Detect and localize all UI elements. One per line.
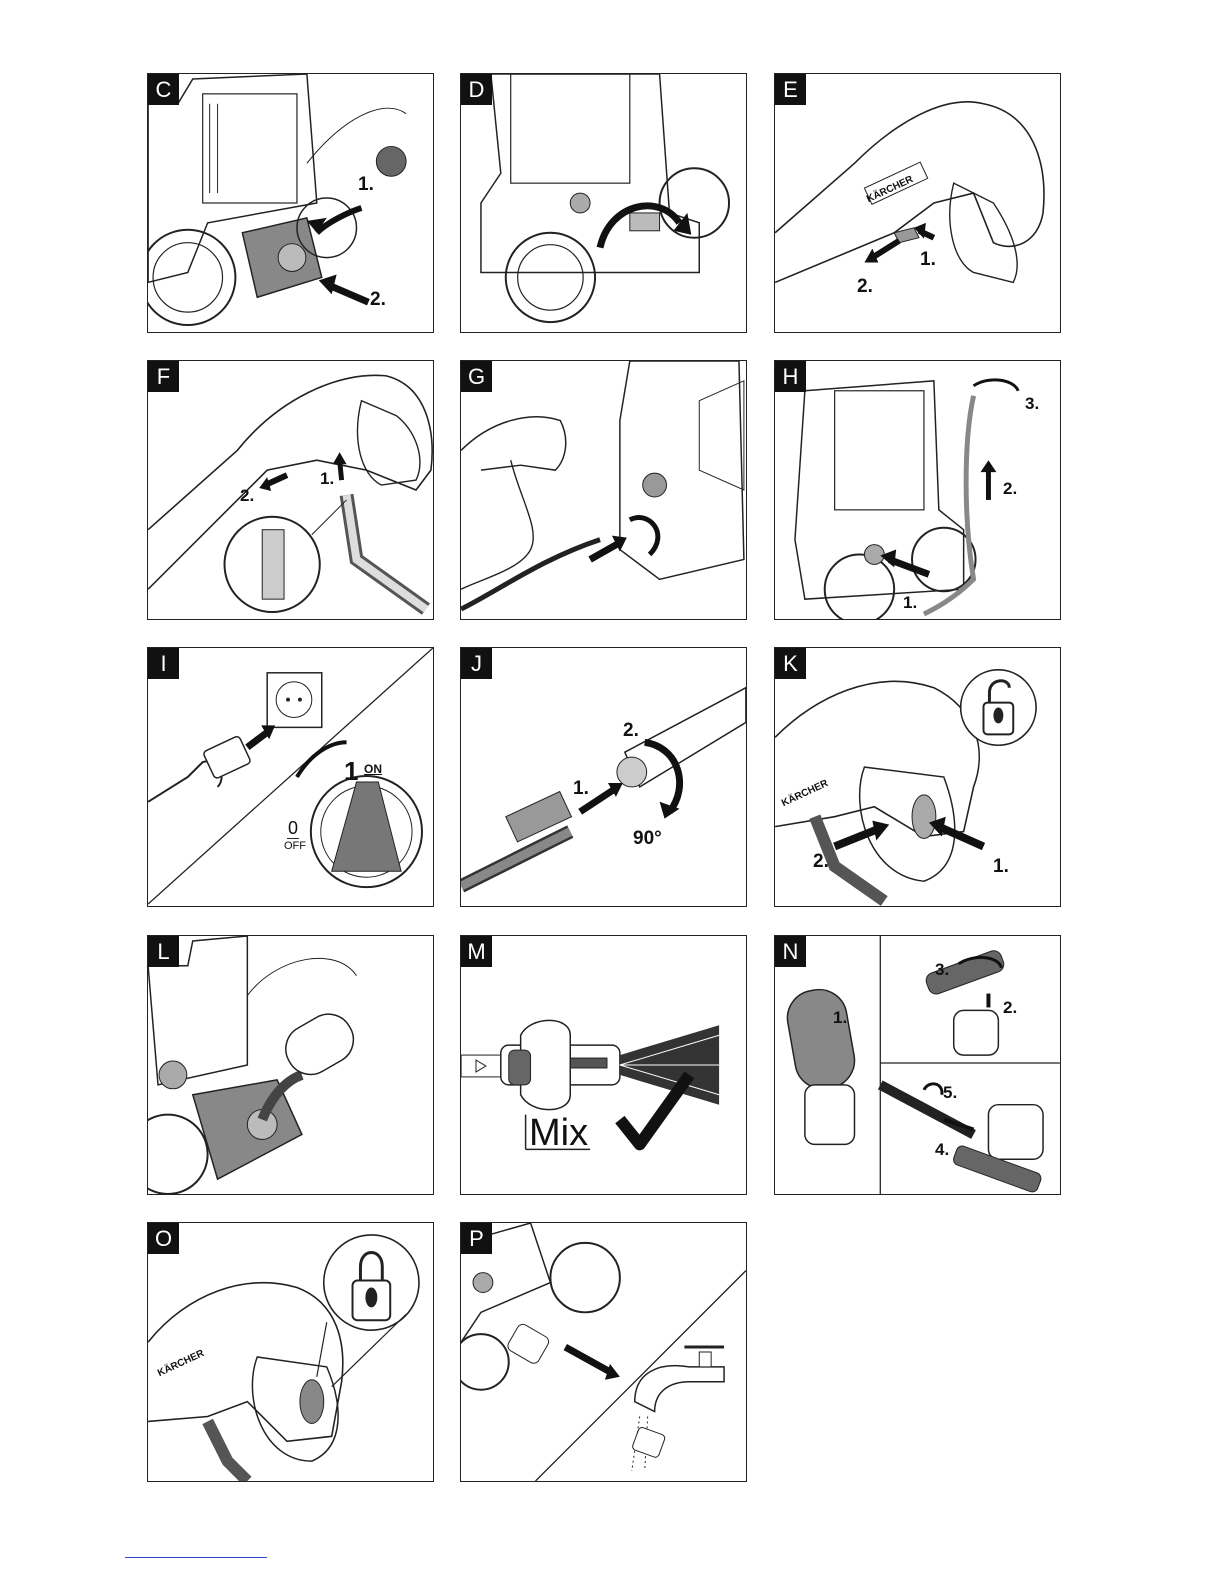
panel-letter: O <box>148 1223 179 1254</box>
panel-letter: H <box>775 361 806 392</box>
step-label: 1. <box>573 778 589 800</box>
panel-letter: N <box>775 936 806 967</box>
panel-letter: M <box>461 936 492 967</box>
illustration-g <box>461 361 746 619</box>
panel-letter: L <box>148 936 179 967</box>
step-label: 1. <box>358 174 374 196</box>
illustration-f <box>148 361 433 619</box>
illustration-p <box>461 1223 746 1481</box>
panel-letter: I <box>148 648 179 679</box>
panel-e: E KÄRCHER 1. 2. <box>774 73 1061 333</box>
angle-label: 90° <box>633 828 662 850</box>
step-label: 3. <box>1025 394 1039 414</box>
step-label: 2. <box>1003 998 1017 1018</box>
step-label: 2. <box>1003 479 1017 499</box>
illustration-e <box>775 74 1060 332</box>
panel-f: F 1. 2. <box>147 360 434 620</box>
panel-letter: F <box>148 361 179 392</box>
step-label: 3. <box>935 960 949 980</box>
step-label: 1. <box>903 593 917 613</box>
panel-l: L <box>147 935 434 1195</box>
illustration-d <box>461 74 746 332</box>
panel-letter: D <box>461 74 492 105</box>
knob-on-label: ON <box>364 762 382 776</box>
mix-label: Mix <box>529 1112 588 1155</box>
panel-letter: J <box>461 648 492 679</box>
panel-m: M Mix <box>460 935 747 1195</box>
step-label: 2. <box>240 486 254 506</box>
panel-h: H 1. 2. 3. <box>774 360 1061 620</box>
illustration-n <box>775 936 1060 1194</box>
panel-letter: C <box>148 74 179 105</box>
panel-letter: K <box>775 648 806 679</box>
illustration-m <box>461 936 746 1194</box>
step-label: 1. <box>920 249 936 271</box>
step-label: 4. <box>935 1140 949 1160</box>
illustration-h <box>775 361 1060 619</box>
knob-off-label: OFF <box>284 840 306 852</box>
step-label: 1. <box>320 469 334 489</box>
step-label: 2. <box>623 720 639 742</box>
footer-rule <box>125 1557 267 1558</box>
step-label: 2. <box>857 276 873 298</box>
panel-n: N 1. 2. 3. 4. 5. <box>774 935 1061 1195</box>
illustration-l <box>148 936 433 1194</box>
step-label: 5. <box>943 1083 957 1103</box>
panel-d: D <box>460 73 747 333</box>
panel-letter: P <box>461 1223 492 1254</box>
step-label: 2. <box>370 289 386 311</box>
step-label: 1. <box>833 1008 847 1028</box>
illustration-c <box>148 74 433 332</box>
panel-i: I 1 ON 0 OFF <box>147 647 434 907</box>
panel-o: O KÄRCHER <box>147 1222 434 1482</box>
illustration-i <box>148 648 433 906</box>
panel-j: J 1. 2. 90° <box>460 647 747 907</box>
panel-letter: E <box>775 74 806 105</box>
knob-off-number: 0 <box>288 818 298 839</box>
step-label: 1. <box>993 856 1009 878</box>
panel-g: G <box>460 360 747 620</box>
knob-on-number: 1 <box>344 756 358 787</box>
panel-c: C 1. 2. <box>147 73 434 333</box>
illustration-j <box>461 648 746 906</box>
panel-p: P <box>460 1222 747 1482</box>
panel-letter: G <box>461 361 492 392</box>
panel-k: K KÄRCHER 1. 2. <box>774 647 1061 907</box>
step-label: 2. <box>813 851 829 873</box>
